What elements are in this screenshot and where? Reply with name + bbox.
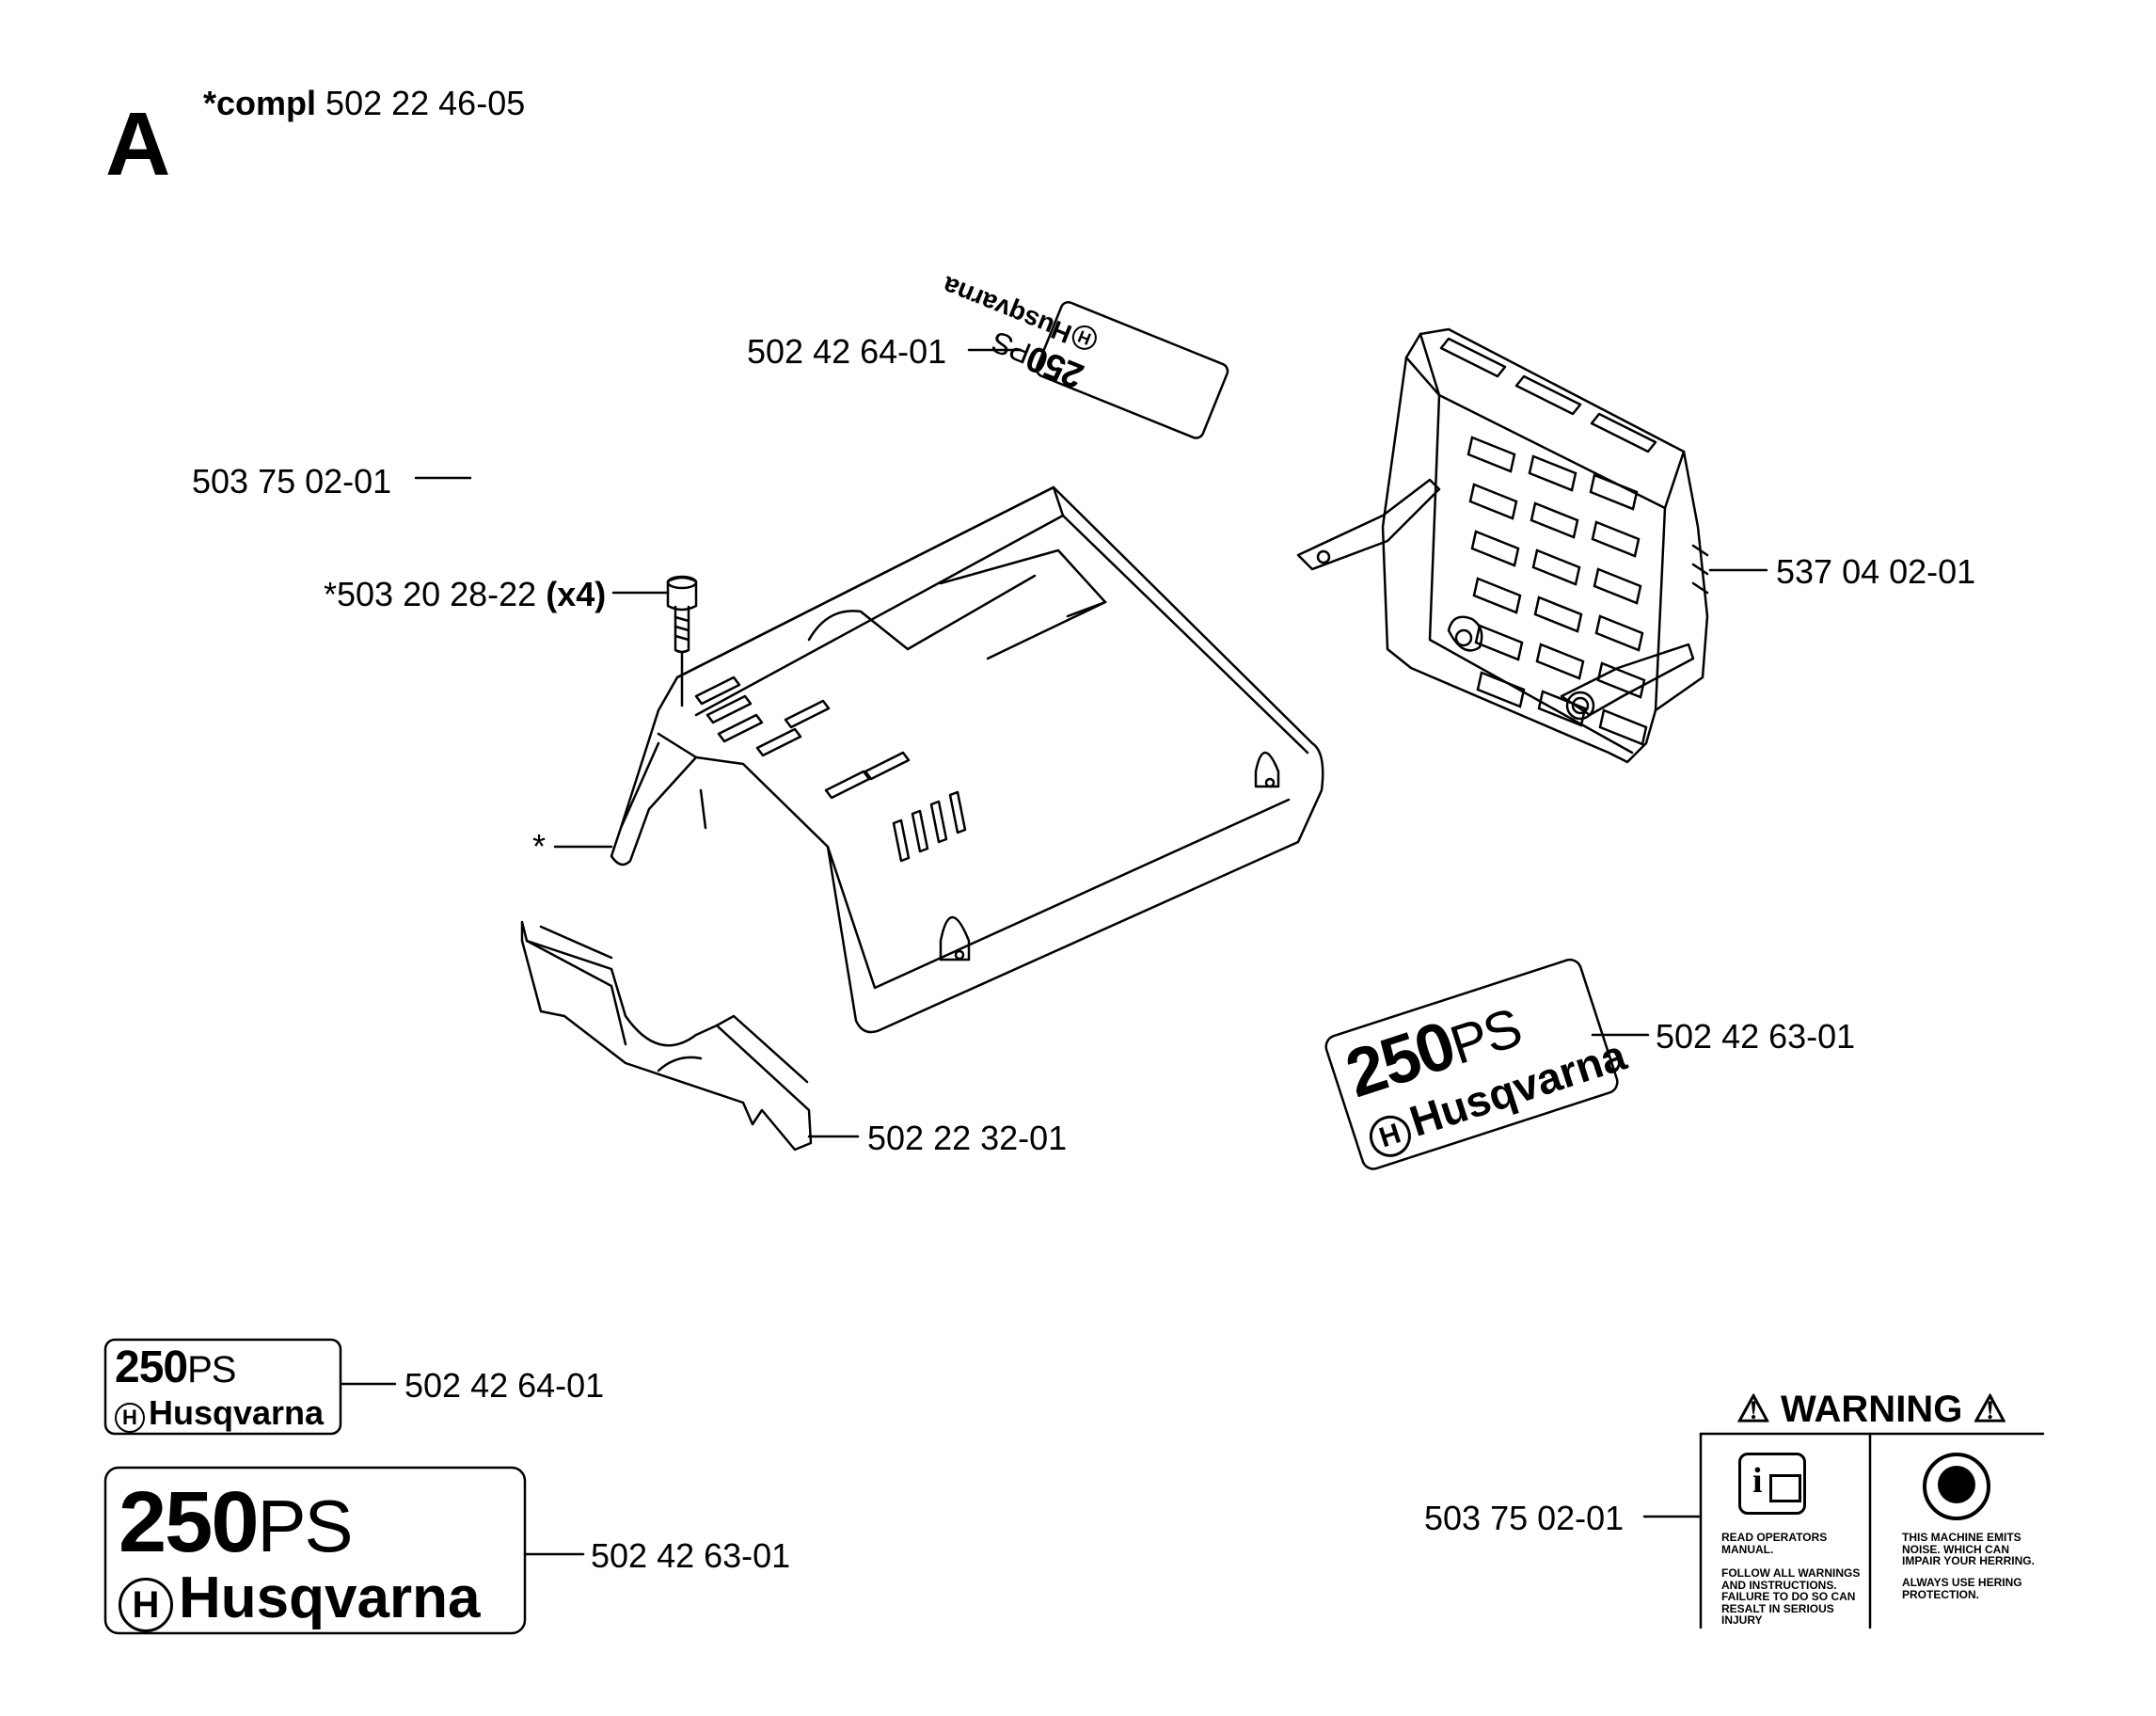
callout-warning-decal: 503 75 02-01 (1424, 1499, 1625, 1537)
screw-drawing (666, 575, 698, 707)
grille-cell (1468, 483, 1518, 520)
grille-cell (1470, 530, 1520, 567)
grille-cell (1596, 661, 1646, 699)
husqvarna-h-icon: H (115, 1403, 145, 1433)
grille-cell (1533, 596, 1583, 633)
husqvarna-h-icon: H (1364, 1110, 1417, 1163)
grille-cell (1591, 520, 1641, 558)
grille-cell (1535, 643, 1585, 680)
section-letter: A (105, 94, 171, 195)
warning-triangle-icon: ⚠ (1736, 1389, 1770, 1430)
grille-cell (1537, 690, 1587, 727)
warning-right-text-2: ALWAYS USE HERING PROTECTION. (1902, 1576, 2022, 1601)
decal-large-bottom-frame (103, 1466, 527, 1635)
callout-decal-large-bottom: 502 42 63-01 (591, 1536, 791, 1575)
hearing-protection-icon (1923, 1453, 1990, 1520)
grille-cell (1466, 436, 1516, 473)
decal-small-bottom-frame (103, 1338, 342, 1436)
grille-cell (1472, 577, 1522, 614)
grille-cell (1531, 548, 1581, 586)
grille-cell (1598, 708, 1648, 746)
air-filter-cover-drawing (1296, 327, 1709, 764)
callout-decal-small-top: 502 42 64-01 (747, 332, 947, 371)
book-info-icon: i (1738, 1453, 1806, 1515)
kit-part-number: 502 22 46-05 (325, 84, 526, 122)
callout-decal-large-right: 502 42 63-01 (1656, 1017, 1856, 1056)
husqvarna-h-icon: H (119, 1578, 173, 1632)
kit-prefix: *compl (203, 84, 317, 122)
decal-small-bottom-model: 250PS (115, 1343, 236, 1392)
engine-cover-drawing (610, 485, 1324, 1034)
screw-qty: (x4) (546, 575, 607, 613)
kit-line: *compl 502 22 46-05 (203, 87, 525, 120)
warning-triangle-icon: ⚠ (1973, 1389, 2007, 1430)
gasket-drawing (520, 920, 813, 1152)
warning-left-text-1: READ OPERATORS MANUAL. (1721, 1531, 1828, 1556)
grille-cell (1530, 501, 1579, 539)
warning-left-text-2: FOLLOW ALL WARNINGS AND INSTRUCTIONS. FA… (1721, 1566, 1861, 1628)
callout-warning-ref: 503 75 02-01 (192, 462, 392, 500)
grille-cell (1474, 624, 1524, 661)
screw-part-number: *503 20 28-22 (324, 575, 537, 613)
grille-cell (1593, 567, 1642, 605)
callout-screw: *503 20 28-22 (x4) (324, 578, 606, 612)
callout-decal-small-bottom: 502 42 64-01 (404, 1366, 605, 1405)
callout-air-filter-cover: 537 04 02-01 (1776, 552, 1976, 591)
grille-cell (1589, 473, 1639, 511)
decal-large-bottom-model: 250PS (119, 1474, 354, 1570)
decal-large-right-frame (1324, 958, 1619, 1170)
warning-title: ⚠ WARNING ⚠ (1736, 1389, 2007, 1430)
grille-cell (1594, 614, 1644, 652)
grille-cell (1528, 454, 1577, 492)
warning-right-text-1: THIS MACHINE EMITS NOISE. WHICH CAN IMPA… (1902, 1531, 2035, 1568)
callout-gasket: 502 22 32-01 (867, 1119, 1068, 1157)
callout-asterisk: * (532, 827, 547, 866)
grille-cell (1476, 671, 1526, 708)
decal-small-top-frame (1035, 301, 1229, 439)
